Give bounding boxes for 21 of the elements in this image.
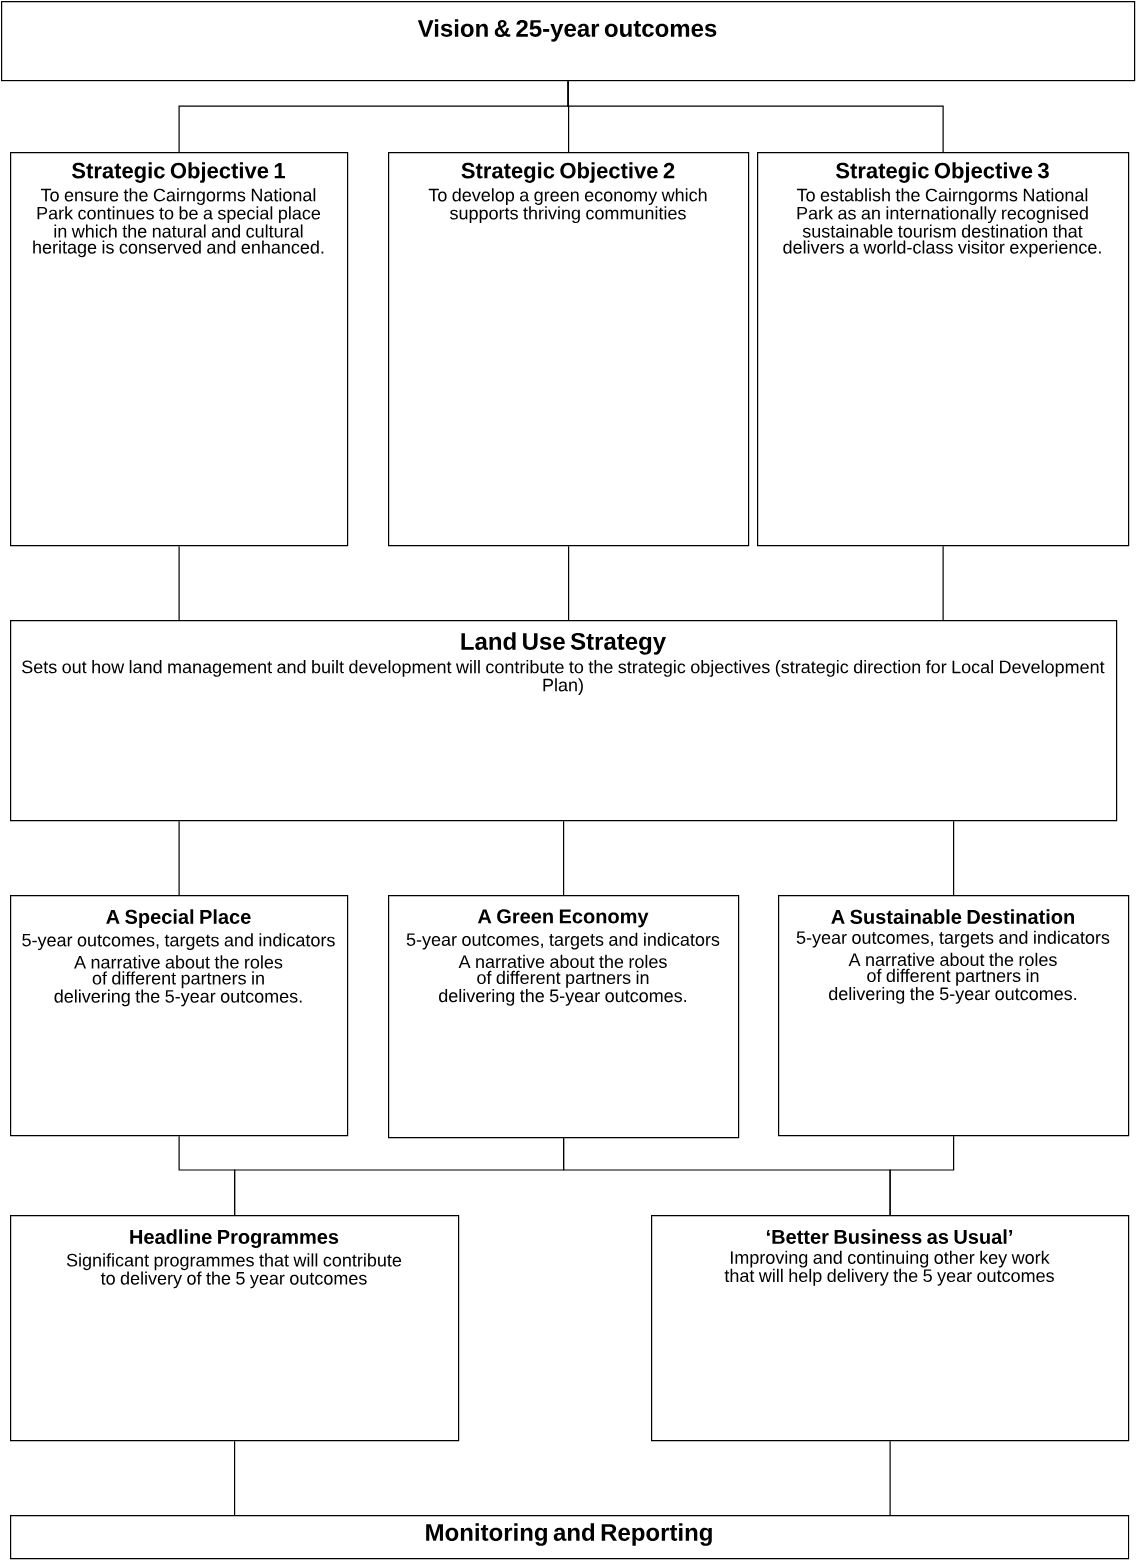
vision-box: Vision & 25-year outcomes — [1, 1, 1136, 82]
process-box: Strategic Objective 2 To develop a green economy which supports thriving communities — [388, 152, 750, 547]
connector-line — [942, 545, 944, 621]
connector-line — [563, 820, 565, 896]
process-box: A Special Place 5-year outcomes, targets and indicators A narrative about the roles of different partners in delivering the 5-year outcomes. — [10, 895, 349, 1137]
connector-line — [234, 1440, 236, 1516]
process-box: ‘Better Business as Usual’ Improving and continuing other key work that will help delivery the 5 year outcomes — [651, 1215, 1130, 1442]
connector-line — [178, 820, 180, 896]
connector-line — [178, 545, 180, 621]
monitoring-box: Monitoring and Reporting — [10, 1515, 1130, 1560]
connector-line — [953, 820, 955, 896]
connector-line — [889, 1440, 891, 1516]
process-box: Headline Programmes Significant programmes that will contribute to delivery of the 5 year outcomes — [10, 1215, 460, 1442]
process-box: Strategic Objective 3 To establish the Cairngorms National Park as an internationally recognised sustainable tourism destination that delivers a world-class visitor experience. — [757, 152, 1130, 547]
connector-line — [567, 80, 944, 153]
process-box: Strategic Objective 1 To ensure the Cairngorms National Park continues to be a special place in which the natural and cultural heritage is conserved and enhanced. — [10, 152, 349, 547]
strategy-box: Land Use Strategy Sets out how land management and built development will contribute to the strategic objectives (strategic direction for Local Development Plan) — [10, 620, 1118, 822]
process-box: A Green Economy 5-year outcomes, targets and indicators A narrative about the roles of different partners in delivering the 5-year outcomes. — [388, 895, 740, 1139]
process-box: A Sustainable Destination 5-year outcomes, targets and indicators A narrative about the roles of different partners in delivering the 5-year outcomes. — [778, 895, 1130, 1137]
connector-line — [889, 1135, 955, 1216]
connector-line — [568, 545, 570, 621]
